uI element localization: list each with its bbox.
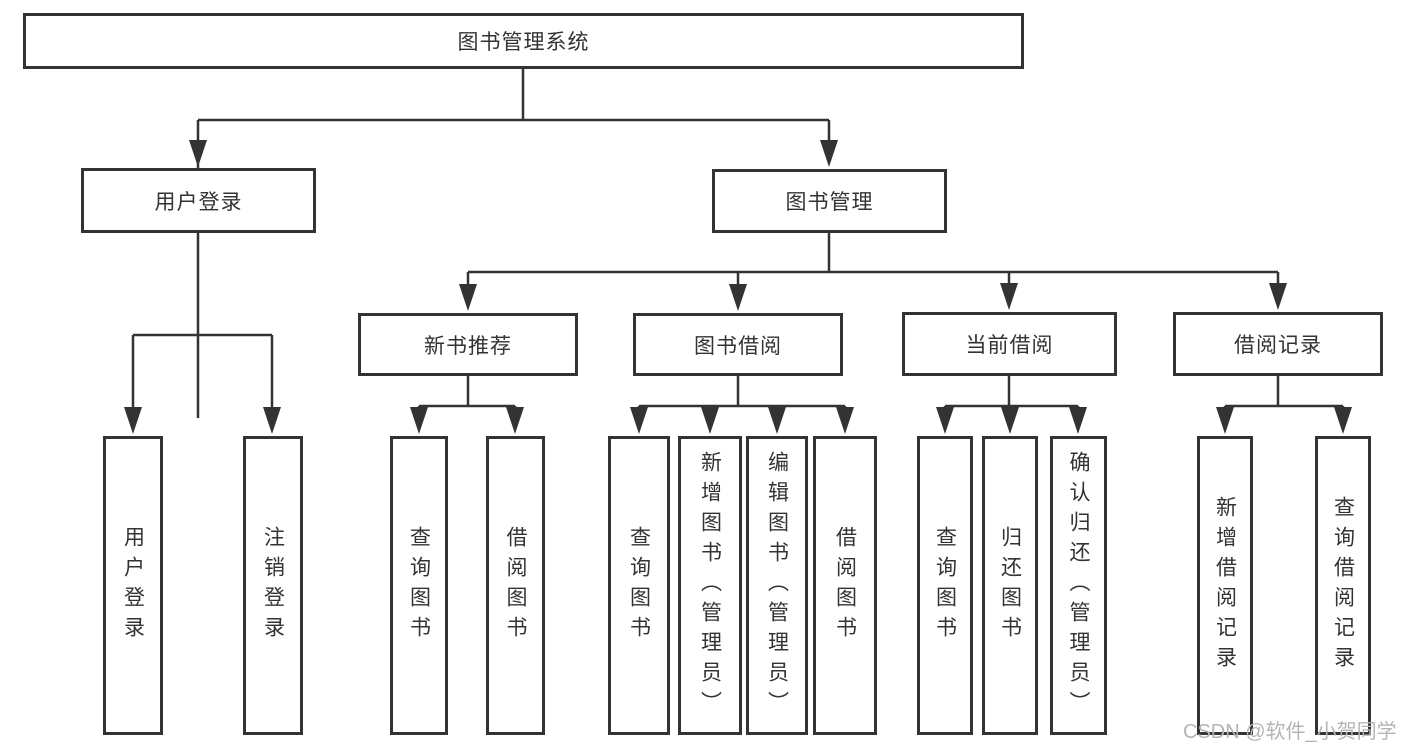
node-new-book-recommend: 新书推荐 <box>358 313 578 376</box>
leaf-query-books-recommend: 查询图书 <box>390 436 448 735</box>
leaf-borrow-books-recommend-label: 借阅图书 <box>504 525 527 646</box>
arrowhead-icon <box>820 140 838 167</box>
leaf-query-books-current-label: 查询图书 <box>933 525 957 646</box>
leaf-user-login-label: 用户登录 <box>121 525 145 646</box>
arrowhead-icon <box>729 284 747 311</box>
node-new-book-recommend-label: 新书推荐 <box>424 334 512 358</box>
leaf-return-books-label: 归还图书 <box>998 525 1022 646</box>
arrowhead-icon <box>459 284 477 311</box>
node-borrow-records: 借阅记录 <box>1173 312 1383 376</box>
leaf-query-books-current: 查询图书 <box>917 436 973 735</box>
node-book-borrow-label: 图书借阅 <box>694 334 782 358</box>
arrowhead-icon <box>189 140 207 167</box>
leaf-query-books-recommend-label: 查询图书 <box>407 525 431 646</box>
leaf-query-books-borrow: 查询图书 <box>608 436 670 735</box>
arrowhead-icon <box>263 407 281 434</box>
leaf-query-borrow-record-label: 查询借阅记录 <box>1331 495 1355 676</box>
leaf-user-login: 用户登录 <box>103 436 163 735</box>
node-book-management: 图书管理 <box>712 169 947 233</box>
arrowhead-icon <box>1216 407 1234 434</box>
arrowhead-icon <box>836 407 854 434</box>
leaf-add-borrow-record: 新增借阅记录 <box>1197 436 1253 735</box>
node-user-login: 用户登录 <box>81 168 316 233</box>
arrowhead-icon <box>1069 407 1087 434</box>
leaf-borrow-books-label: 借阅图书 <box>833 525 857 646</box>
node-user-login-label: 用户登录 <box>154 190 243 214</box>
node-current-borrow: 当前借阅 <box>902 312 1117 376</box>
leaf-borrow-books-recommend: 借阅图书 <box>486 436 545 735</box>
leaf-add-book-admin: 新增图书（管理员） <box>678 436 742 735</box>
leaf-edit-book-admin-label: 编辑图书（管理员） <box>765 450 789 721</box>
node-book-management-label: 图书管理 <box>785 191 874 214</box>
leaf-edit-book-admin: 编辑图书（管理员） <box>746 436 808 735</box>
node-root: 图书管理系统 <box>23 13 1024 69</box>
leaf-logout-label: 注销登录 <box>261 525 285 646</box>
arrowhead-icon <box>124 407 142 434</box>
arrowhead-icon <box>936 407 954 434</box>
watermark: CSDN @软件_小贺同学 <box>1183 721 1397 743</box>
arrowhead-icon <box>410 407 428 434</box>
arrowhead-icon <box>1000 283 1018 310</box>
arrowhead-icon <box>1001 407 1019 434</box>
arrowhead-icon <box>630 407 648 434</box>
arrowhead-icon <box>1334 407 1352 434</box>
leaf-borrow-books: 借阅图书 <box>813 436 877 735</box>
leaf-return-books: 归还图书 <box>982 436 1038 735</box>
leaf-query-books-borrow-label: 查询图书 <box>627 525 651 646</box>
node-current-borrow-label: 当前借阅 <box>965 334 1054 357</box>
leaf-query-borrow-record: 查询借阅记录 <box>1315 436 1371 735</box>
arrowhead-icon <box>701 407 719 434</box>
leaf-logout: 注销登录 <box>243 436 303 735</box>
leaf-confirm-return-admin-label: 确认归还（管理员） <box>1067 450 1090 721</box>
leaf-add-book-admin-label: 新增图书（管理员） <box>698 450 722 721</box>
arrowheads <box>124 140 1352 434</box>
node-root-label: 图书管理系统 <box>457 31 590 54</box>
node-borrow-records-label: 借阅记录 <box>1234 334 1322 357</box>
leaf-add-borrow-record-label: 新增借阅记录 <box>1213 495 1237 676</box>
arrowhead-icon <box>506 407 524 434</box>
leaf-confirm-return-admin: 确认归还（管理员） <box>1050 436 1107 735</box>
node-book-borrow: 图书借阅 <box>633 313 843 376</box>
arrowhead-icon <box>768 407 786 434</box>
arrowhead-icon <box>1269 283 1287 310</box>
